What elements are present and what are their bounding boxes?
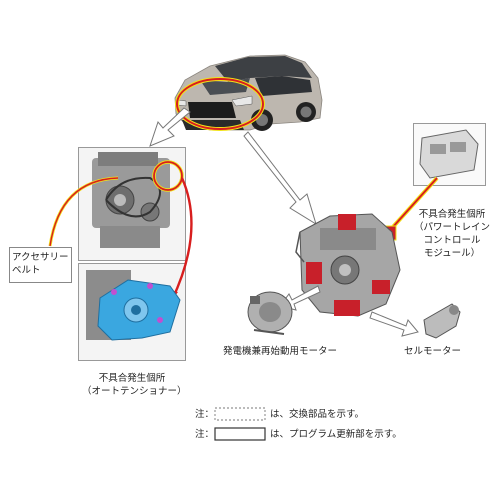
- legend-note-2-prefix: 注：: [195, 429, 215, 440]
- engine-icon: [92, 152, 170, 248]
- generator-motor-icon: [247, 291, 293, 335]
- pcm-failure-label: 不具合発生個所 （パワートレイン コントロール モジュール）: [413, 209, 490, 259]
- legend-note-1-prefix: 注：: [195, 409, 215, 420]
- control-module-icon: [419, 129, 479, 179]
- legend-note-1-text: は、交換部品を示す。: [270, 409, 365, 420]
- arrow-to-starter-icon: [369, 311, 419, 337]
- accessory-belt-label-box: [9, 247, 72, 283]
- legend-note-2-text: は、プログラム更新部を示す。: [270, 429, 402, 440]
- starter-motor-icon: [423, 303, 461, 339]
- engine-icon: [295, 213, 401, 317]
- tensioner-icon: [86, 270, 181, 341]
- arrow-to-engine-icon: [149, 107, 191, 147]
- accessory-belt-label: アクセサリー ベルト: [12, 252, 69, 276]
- starter-motor-label: セルモーター: [404, 346, 462, 357]
- tensioner-failure-label: 不具合発生個所 （オートテンショナー）: [82, 373, 187, 397]
- arrow-to-powertrain-icon: [243, 131, 317, 226]
- replacement-part-swatch: [214, 407, 266, 421]
- generator-motor-label: 発電機兼再始動用モーター: [223, 346, 338, 357]
- program-update-swatch: [214, 427, 266, 441]
